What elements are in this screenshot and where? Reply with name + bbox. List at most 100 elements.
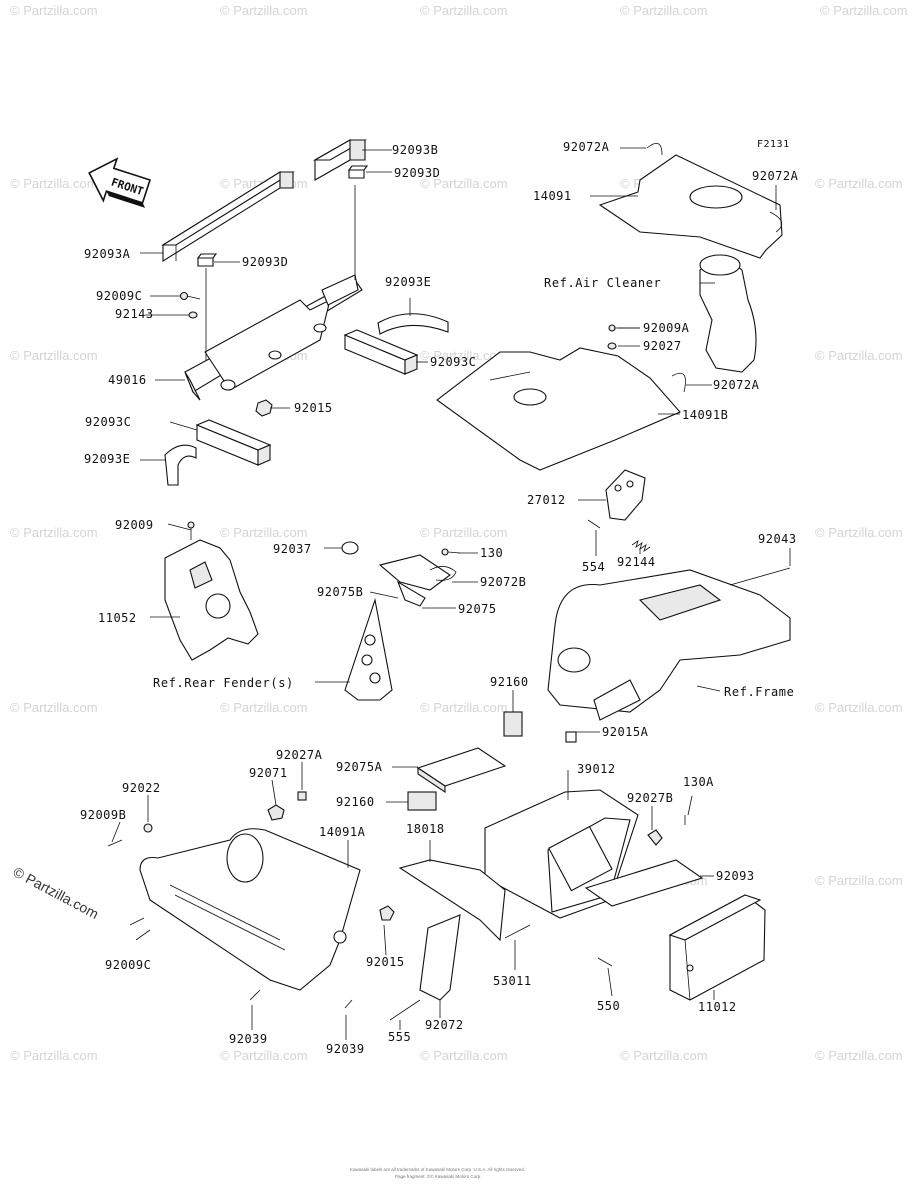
watermark: © Partzilla.com <box>620 3 708 18</box>
callout-11052: 11052 <box>98 611 137 625</box>
callout-92093: 92093 <box>716 869 755 883</box>
callout-92009C: 92009C <box>105 958 151 972</box>
watermark: © Partzilla.com <box>420 700 508 715</box>
callout-92143: 92143 <box>115 307 154 321</box>
callout-92022: 92022 <box>122 781 161 795</box>
pin-554 <box>587 519 601 529</box>
callout-92160: 92160 <box>490 675 529 689</box>
watermark: © Partzilla.com <box>420 348 508 363</box>
callout-92009B: 92009B <box>80 808 126 822</box>
watermark: © Partzilla.com <box>10 1048 98 1063</box>
watermark: © Partzilla.com <box>10 348 98 363</box>
pin-555 <box>389 999 421 1021</box>
ref-frame: Ref.Frame <box>724 685 794 699</box>
watermark: © Partzilla.com <box>10 525 98 540</box>
watermark: © Partzilla.com <box>820 3 908 18</box>
callout-92093B: 92093B <box>392 143 438 157</box>
callout-92015A: 92015A <box>602 725 649 739</box>
pin-550 <box>597 957 613 967</box>
leader-lines <box>111 147 791 1040</box>
nut-92071 <box>267 804 285 821</box>
callout-14091: 14091 <box>533 189 572 203</box>
footer-line-2: Page fragment: ©© Kawasaki Motors Corp. <box>395 1173 481 1179</box>
pad-92160 <box>503 711 523 737</box>
clip-92072A-2 <box>769 211 783 233</box>
figure-code: F2131 <box>757 139 790 150</box>
watermark: © Partzilla.com <box>10 3 98 18</box>
rubber-block-92093B <box>312 139 368 181</box>
callout-labels: 92093B 92093D 92093A 92093D 92009C 92143… <box>80 140 799 1056</box>
callout-49016: 49016 <box>108 373 147 387</box>
watermark: © Partzilla.com <box>220 525 308 540</box>
callout-92144: 92144 <box>617 555 656 569</box>
battery-11012 <box>668 894 766 1001</box>
collar-92015A <box>565 731 577 743</box>
bolt-130 <box>441 548 461 556</box>
washer-92027A <box>297 791 307 801</box>
rubber-pad-92093D-2 <box>196 253 218 267</box>
callout-92071: 92071 <box>249 766 288 780</box>
watermark: © Partzilla.com <box>420 1048 508 1063</box>
air-duct <box>699 254 757 373</box>
bolt-53011 <box>504 924 531 939</box>
bolt-92039 <box>249 989 261 1001</box>
frame-assembly <box>547 567 791 721</box>
rubber-strip-92093C-2 <box>343 329 419 375</box>
callout-92043: 92043 <box>758 532 797 546</box>
callout-18018: 18018 <box>406 822 445 836</box>
strap-92072 <box>419 914 461 1001</box>
bracket-11052 <box>164 539 259 661</box>
watermark: © Partzilla.com <box>10 700 98 715</box>
callout-92009: 92009 <box>115 518 154 532</box>
callout-27012: 27012 <box>527 493 566 507</box>
callout-92009C: 92009C <box>96 289 142 303</box>
callout-92093E: 92093E <box>84 452 130 466</box>
clip-92072A-3 <box>671 372 686 393</box>
bolt-92009B <box>107 839 123 847</box>
callout-92075: 92075 <box>458 602 497 616</box>
callout-53011: 53011 <box>493 974 532 988</box>
bracket-92075 <box>378 554 457 607</box>
callout-92093D: 92093D <box>394 166 440 180</box>
callout-130: 130 <box>480 546 503 560</box>
bolt-92009C-2 <box>129 917 145 926</box>
callout-92027: 92027 <box>643 339 682 353</box>
washer-92027 <box>607 342 617 350</box>
nut-92015 <box>255 399 273 417</box>
watermark: © Partzilla.com <box>220 700 308 715</box>
front-arrow-icon: FRONT <box>88 157 151 208</box>
watermark: © Partzilla.com <box>815 348 903 363</box>
watermark: © Partzilla.com <box>420 525 508 540</box>
pad-92160-2 <box>407 791 437 811</box>
plate-27012 <box>605 469 646 521</box>
cover-14091B <box>436 347 681 471</box>
callout-92037: 92037 <box>273 542 312 556</box>
callout-92027B: 92027B <box>627 791 673 805</box>
callout-130A: 130A <box>683 775 714 789</box>
watermark: © Partzilla.com <box>815 176 903 191</box>
ref-air-cleaner: Ref.Air Cleaner <box>544 276 661 290</box>
screw-92009 <box>187 521 195 540</box>
rubber-strip-92093C <box>195 419 272 466</box>
callout-92015: 92015 <box>294 401 333 415</box>
callout-14091B: 14091B <box>682 408 728 422</box>
callout-39012: 39012 <box>577 762 616 776</box>
callout-92093E: 92093E <box>385 275 431 289</box>
callout-92072B: 92072B <box>480 575 526 589</box>
watermark: © Partzilla.com <box>815 1048 903 1063</box>
callout-92009A: 92009A <box>643 321 690 335</box>
curved-pad-92093E <box>377 313 449 335</box>
bracket-49016 <box>184 274 363 401</box>
bolt-92039-2 <box>344 999 353 1009</box>
callout-92093A: 92093A <box>84 247 131 261</box>
watermark: © Partzilla.com <box>815 525 903 540</box>
spring-92144 <box>631 540 651 552</box>
clamp-92037 <box>341 541 359 555</box>
callout-92072A: 92072A <box>752 169 799 183</box>
bolt-92009C <box>179 291 201 301</box>
callout-92039: 92039 <box>229 1032 268 1046</box>
callout-555: 555 <box>388 1030 411 1044</box>
footer-line-1: Kawasaki labels are all trademarks of Ka… <box>350 1167 525 1172</box>
clip-92072A <box>646 142 663 156</box>
